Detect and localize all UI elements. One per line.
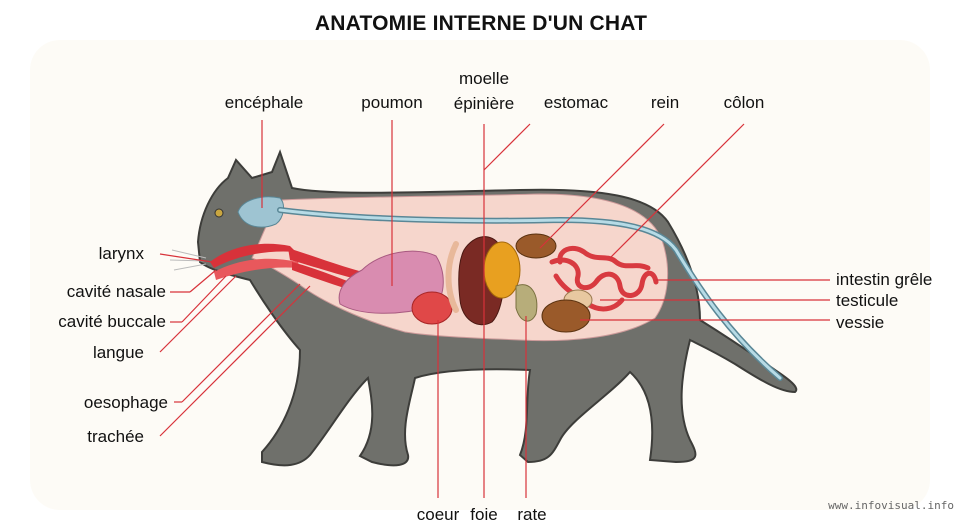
label-oesophage: oesophage [4, 394, 168, 411]
label-estomac: estomac [534, 94, 618, 111]
label-rein: rein [640, 94, 690, 111]
label-poumon: poumon [350, 94, 434, 111]
label-colon: côlon [712, 94, 776, 111]
label-testicule: testicule [836, 292, 898, 309]
label-langue: langue [20, 344, 144, 361]
label-foie: foie [464, 506, 504, 523]
label-intestin-grele: intestin grêle [836, 271, 932, 288]
credit-watermark: www.infovisual.info [828, 499, 954, 512]
label-rate: rate [510, 506, 554, 523]
label-cavite-nasale: cavité nasale [4, 283, 166, 300]
heart-organ [412, 292, 452, 324]
label-trachee: trachée [20, 428, 144, 445]
label-vessie: vessie [836, 314, 884, 331]
label-moelle: moelle [442, 70, 526, 87]
label-epiniere: épinière [442, 95, 526, 112]
bladder-organ [542, 300, 590, 332]
label-cavite-buccale: cavité buccale [4, 313, 166, 330]
label-larynx: larynx [20, 245, 144, 262]
stomach-organ [484, 242, 520, 298]
diagram-title: ANATOMIE INTERNE D'UN CHAT [0, 12, 962, 36]
label-encephale: encéphale [222, 94, 306, 111]
label-coeur: coeur [408, 506, 468, 523]
